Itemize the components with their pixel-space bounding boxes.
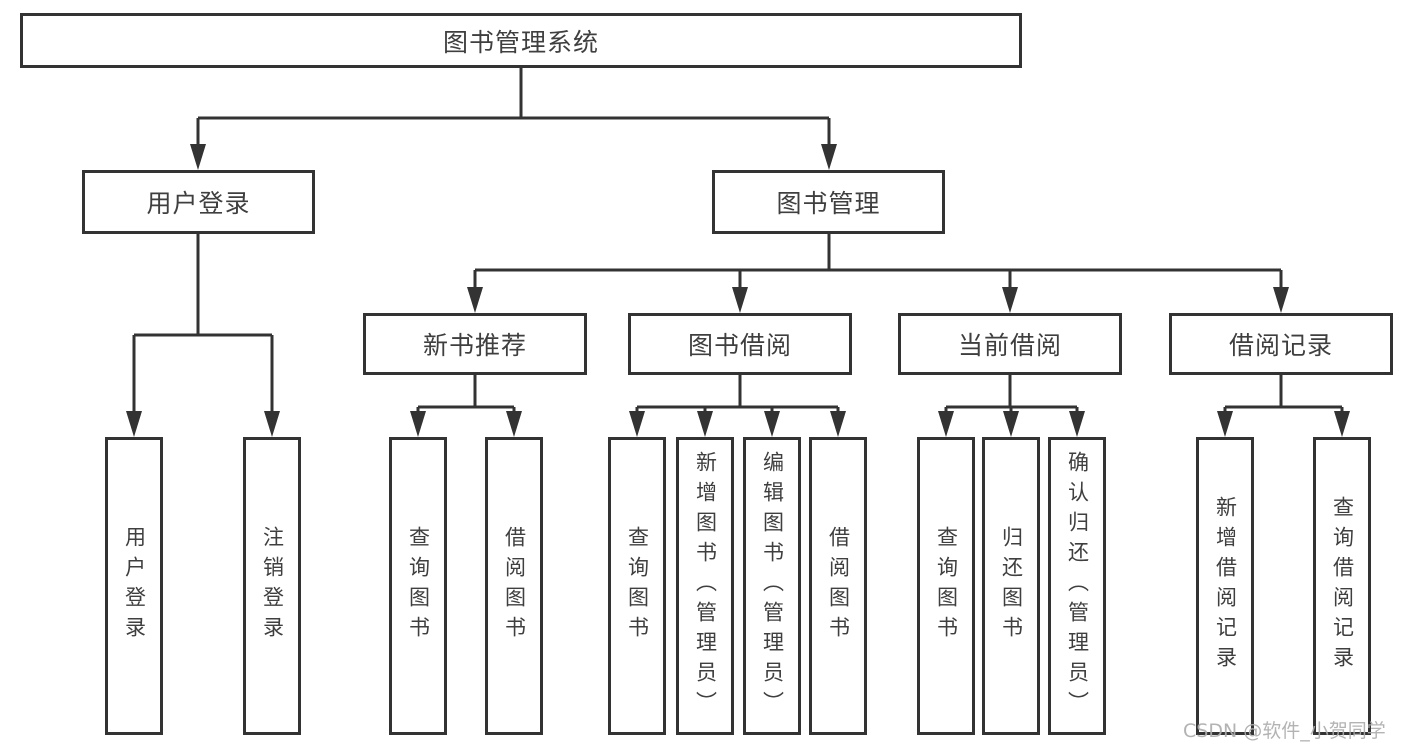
- node-current-borrow: 当前借阅: [898, 313, 1122, 375]
- leaf-query-books-current: 查询图书: [917, 437, 975, 735]
- leaf-logout: 注销登录: [243, 437, 301, 735]
- leaf-query-borrow-record: 查询借阅记录: [1313, 437, 1371, 735]
- node-library-system: 图书管理系统: [20, 13, 1022, 68]
- leaf-add-borrow-record: 新增借阅记录: [1196, 437, 1254, 735]
- node-new-book-recommend: 新书推荐: [363, 313, 587, 375]
- leaf-query-books-borrow: 查询图书: [608, 437, 666, 735]
- node-book-management: 图书管理: [712, 170, 945, 234]
- leaf-borrow-books: 借阅图书: [809, 437, 867, 735]
- leaf-query-books-recommend: 查询图书: [389, 437, 447, 735]
- node-borrow-records: 借阅记录: [1169, 313, 1393, 375]
- arrowheads: [126, 144, 1350, 437]
- leaf-user-login: 用户登录: [105, 437, 163, 735]
- leaf-borrow-books-recommend: 借阅图书: [485, 437, 543, 735]
- leaf-confirm-return-admin: 确认归还（管理员）: [1048, 437, 1106, 735]
- node-user-login: 用户登录: [82, 170, 315, 234]
- leaf-add-book-admin: 新增图书（管理员）: [676, 437, 734, 735]
- leaf-edit-book-admin: 编辑图书（管理员）: [743, 437, 801, 735]
- leaf-return-book: 归还图书: [982, 437, 1040, 735]
- node-book-borrow: 图书借阅: [628, 313, 852, 375]
